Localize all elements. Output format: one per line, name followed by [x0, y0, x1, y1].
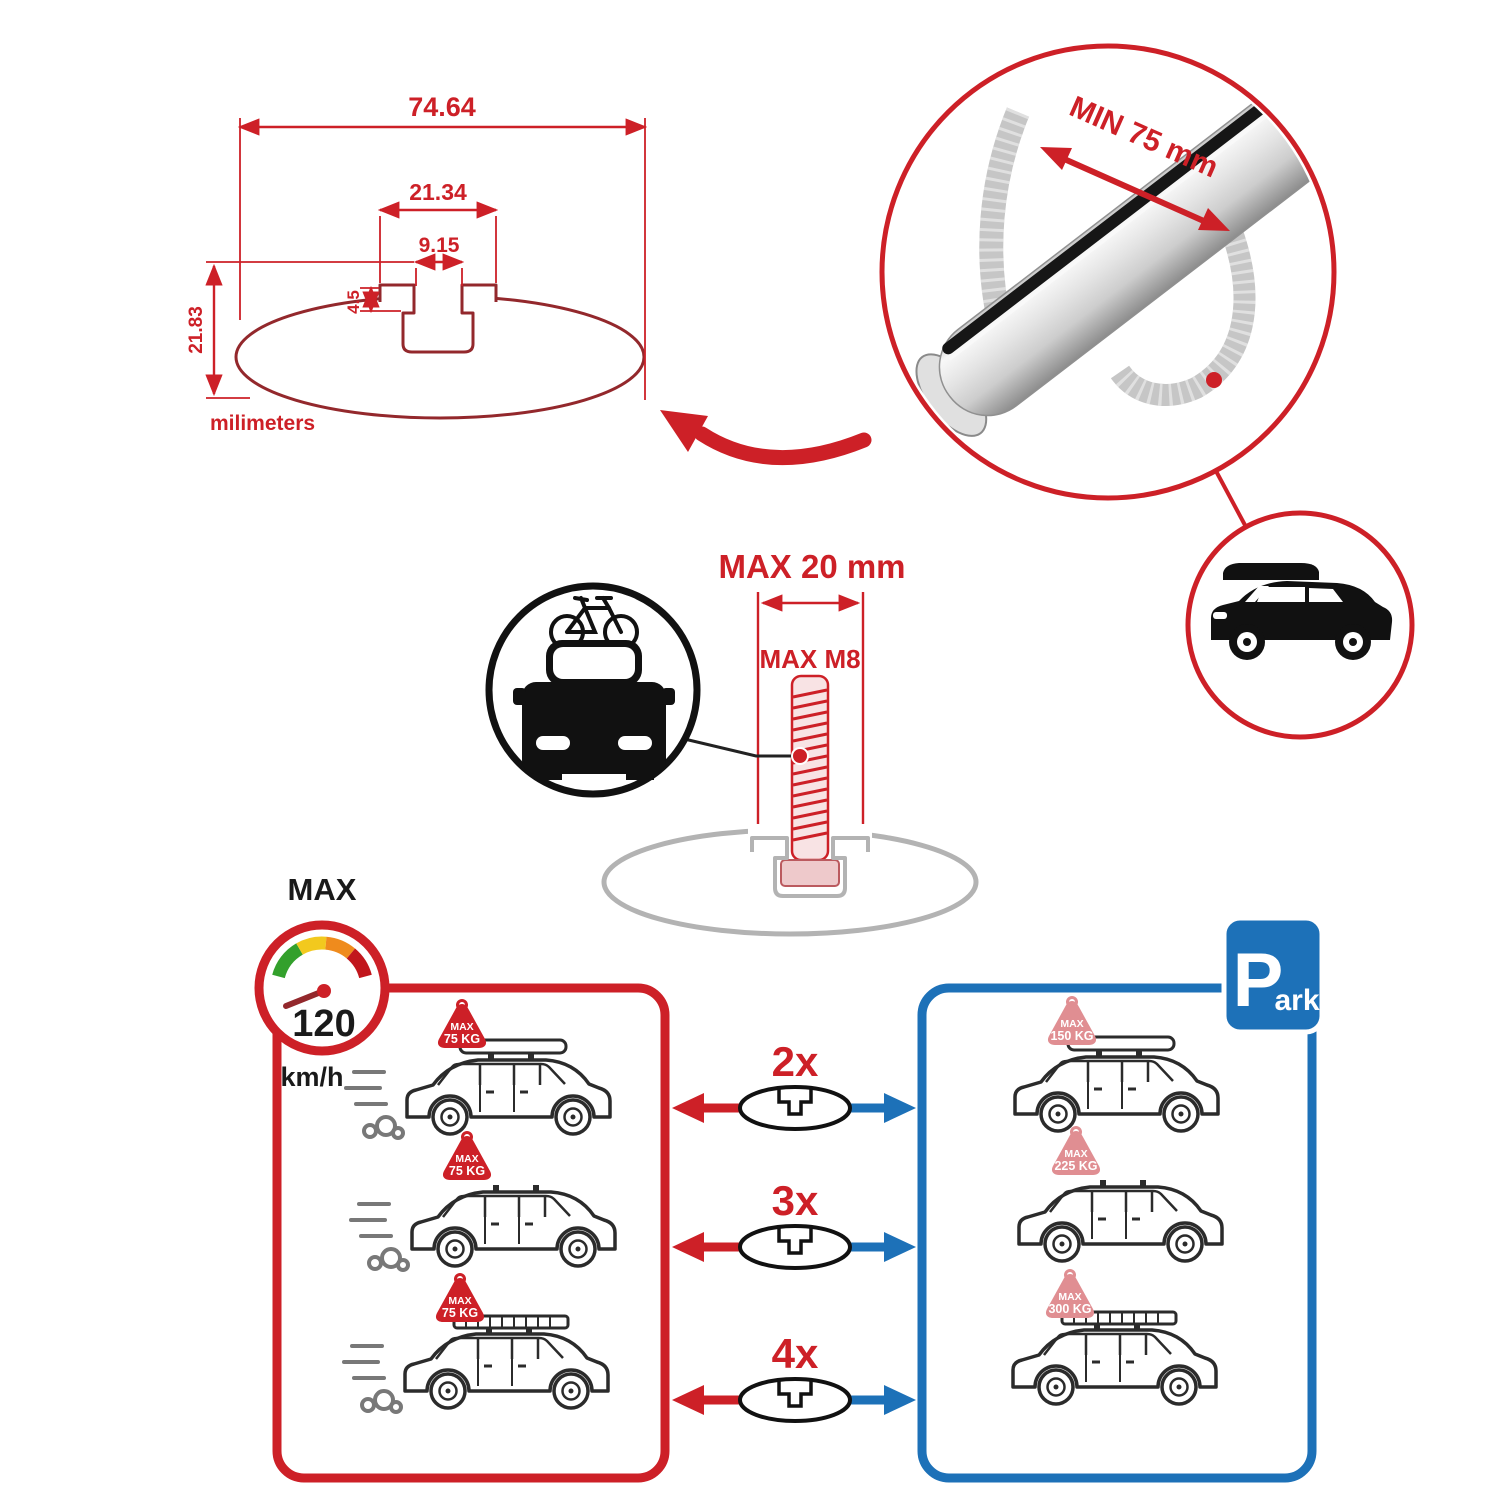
clamp-strap-right	[1110, 228, 1256, 406]
quantity-row-1: 2x	[672, 1038, 916, 1131]
tag-weight-label: 75 KG	[444, 1032, 480, 1046]
bolt-point-dot	[791, 747, 809, 765]
bolt-max-length-label: MAX 20 mm	[718, 548, 905, 585]
bar-cross-section-icon	[738, 1377, 852, 1423]
quantity-row-3: 4x	[672, 1330, 916, 1423]
count-label: 2x	[772, 1038, 819, 1085]
park-sign: P ark	[1221, 915, 1325, 1035]
tag-driving-1: MAX 75 KG	[437, 999, 487, 1048]
pointer-arrow-curve	[694, 426, 872, 466]
tag-weight-label: 75 KG	[449, 1164, 485, 1178]
suv-with-roofbox	[1211, 563, 1393, 660]
suv-wheel-rear-hub	[1349, 638, 1357, 646]
suv-wheel-front-hub	[1243, 638, 1251, 646]
gauge-segment-orange	[324, 936, 356, 959]
quantity-row-2: 3x	[672, 1177, 916, 1270]
tag-max-label: MAX	[455, 1153, 478, 1165]
dim-slot-width-label: 9.15	[419, 234, 460, 257]
min-span-arrow-head-left	[1040, 147, 1072, 170]
count-label: 4x	[772, 1330, 819, 1377]
blue-arrow-head	[884, 1385, 916, 1415]
cross-section-diagram: 74.64 21.34 9.15 4.5 21.83 milimeters	[186, 92, 872, 466]
red-arrow-head	[672, 1385, 704, 1415]
tag-weight-label: 150 KG	[1050, 1029, 1093, 1043]
tag-max-label: MAX	[1064, 1148, 1087, 1160]
bolt-head	[780, 859, 840, 887]
tag-driving-3: MAX 75 KG	[435, 1273, 485, 1322]
tag-weight-label: 225 KG	[1054, 1159, 1097, 1173]
load-tags: MAX 75 KG MAX 75 KG MAX 75 KG MAX 150 KG…	[435, 996, 1101, 1322]
speed-max-label: MAX	[288, 872, 357, 907]
tag-weight-label: 75 KG	[442, 1306, 478, 1320]
dim-total-height-label: 21.83	[186, 306, 207, 354]
tag-parked-1: MAX 150 KG	[1047, 996, 1097, 1045]
clamp-strap-left	[979, 107, 1030, 328]
tag-parked-2: MAX 225 KG	[1051, 1126, 1101, 1175]
gauge-segment-yellow	[296, 936, 327, 955]
blue-arrow-head	[884, 1093, 916, 1123]
tag-weight-label: 300 KG	[1048, 1302, 1091, 1316]
tag-max-label: MAX	[1058, 1291, 1081, 1303]
bolt-max-thread-label: MAX M8	[759, 644, 860, 674]
clamp-point-dot	[1206, 372, 1222, 388]
count-label: 3x	[772, 1177, 819, 1224]
gray-profile-t-slot	[750, 836, 870, 898]
roof-box-icon	[1223, 563, 1319, 580]
bolt-threads	[792, 688, 828, 842]
dim-total-width-label: 74.64	[408, 92, 476, 122]
connector-line-bolt	[675, 735, 792, 758]
suv-window-front	[1257, 587, 1305, 602]
bar-cross-section-icon	[738, 1224, 852, 1270]
min-span-arrow-line	[1060, 155, 1208, 225]
bar-cross-section-icon	[738, 1085, 852, 1131]
park-sign-ark: ark	[1274, 984, 1319, 1017]
connector-line	[1214, 470, 1248, 528]
gauge-segment-red	[346, 948, 372, 979]
roofbox-car-circle	[1185, 510, 1415, 740]
tag-driving-2: MAX 75 KG	[442, 1131, 492, 1180]
blue-arrow-head	[884, 1232, 916, 1262]
suv-window-rear	[1309, 588, 1343, 602]
dim-channel-width-label: 21.34	[409, 179, 467, 205]
bolt-diagram: MAX 20 mm MAX M8	[601, 548, 979, 937]
t-bolt	[780, 674, 840, 887]
car-front-icon	[513, 640, 675, 780]
units-label: milimeters	[210, 412, 315, 435]
park-sign-board	[1221, 915, 1325, 1035]
dim-lip-height-label: 4.5	[344, 290, 363, 314]
min-span-arrow-head-right	[1198, 208, 1230, 231]
profile-t-slot	[378, 283, 498, 354]
tag-parked-3: MAX 300 KG	[1045, 1269, 1095, 1318]
park-sign-p: P	[1233, 938, 1284, 1023]
gauge-needle-hub	[317, 984, 331, 998]
clamp-strap-right-hatch	[1110, 228, 1256, 406]
speed-value: 120	[292, 1003, 355, 1045]
speedometer: MAX 120 km/h	[254, 872, 390, 1092]
red-arrow-head	[672, 1093, 704, 1123]
tag-max-label: MAX	[448, 1295, 471, 1307]
clamp-strap-left-hatch	[979, 107, 1030, 328]
pointer-arrow-head	[660, 410, 708, 452]
parked-cars	[1011, 1035, 1224, 1406]
tag-max-label: MAX	[450, 1021, 473, 1033]
bike-car-circle	[485, 582, 701, 798]
tag-max-label: MAX	[1060, 1018, 1083, 1030]
gauge-segment-green	[272, 943, 304, 979]
red-arrow-head	[672, 1232, 704, 1262]
speed-unit: km/h	[280, 1062, 343, 1092]
suv-headlight	[1213, 612, 1227, 619]
